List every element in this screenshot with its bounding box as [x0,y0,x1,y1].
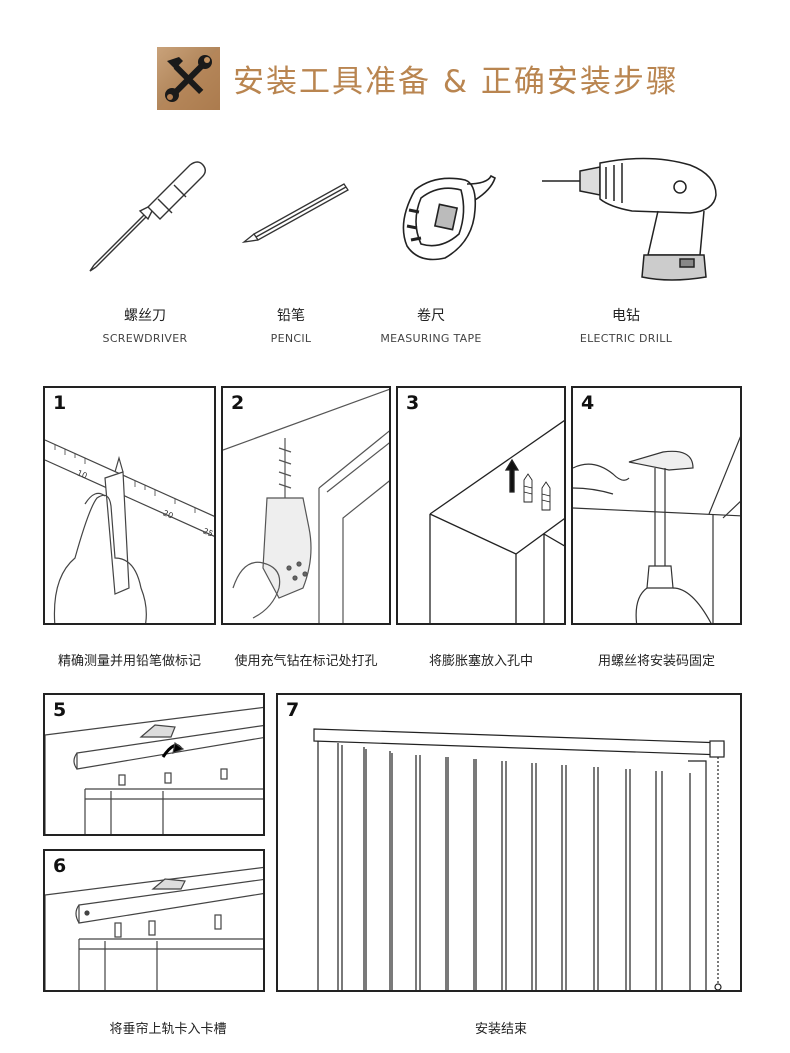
tools-icon [157,47,220,110]
measuring-tape-icon [402,174,496,261]
electric-drill-illustration [540,155,720,285]
screw-bracket-illustration [573,436,740,623]
electric-drill-icon [542,157,717,281]
screwdriver-icon [89,161,206,272]
step-panel-6: 6 [43,849,265,992]
wall-anchor-illustration [429,419,564,623]
tool-label-cn: 螺丝刀 [124,308,166,324]
step-caption: 使用充气钻在标记处打孔 [234,654,378,669]
rail-clip-illustration [45,706,263,834]
step-caption: 精确测量并用铅笔做标记 [57,654,201,669]
step-number: 7 [286,699,300,721]
finished-blinds-illustration [313,728,725,990]
page-title: 安装工具准备 & 正确安装步骤 [233,64,679,100]
step-caption: 用螺丝将安装码固定 [597,654,715,669]
step-number: 6 [53,855,67,877]
measure-and-mark-illustration [45,439,214,623]
tool-label-cn: 卷尺 [417,308,445,324]
step-caption: 安装结束 [474,1022,527,1037]
step-panel-5: 5 [43,693,265,836]
tool-label-en: SCREWDRIVER [102,332,188,345]
step-number: 1 [53,392,67,414]
tool-label-en: ELECTRIC DRILL [579,332,673,345]
step-panel-2: 2 [221,386,391,625]
tool-label-cn: 铅笔 [277,308,305,324]
step-number: 4 [581,392,595,414]
measuring-tape-illustration [395,170,500,265]
drill-hole-illustration [223,388,389,623]
tool-label-cn: 电钻 [612,308,640,324]
pencil-illustration [240,180,350,245]
screwdriver-illustration [78,155,208,275]
pencil-icon [241,183,349,243]
step-caption: 将膨胀塞放入孔中 [428,654,533,669]
step-number: 2 [231,392,245,414]
step-caption: 将垂帘上轨卡入卡槽 [109,1022,227,1037]
rail-clip-illustration [45,866,263,990]
tool-label-en: MEASURING TAPE [380,332,482,345]
step-panel-1: 1 10 20 25 [43,386,216,625]
step-number: 5 [53,699,67,721]
step-panel-7: 7 [276,693,742,992]
tools-logo [157,47,220,110]
step-panel-3: 3 [396,386,566,625]
step-panel-4: 4 [571,386,742,625]
tool-label-en: PENCIL [270,332,312,345]
step-number: 3 [406,392,420,414]
